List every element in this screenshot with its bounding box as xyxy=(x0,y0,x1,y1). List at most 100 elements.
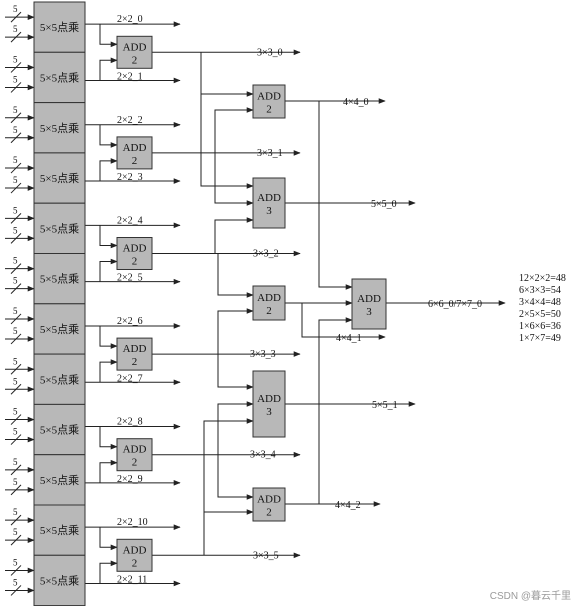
add2-feed xyxy=(99,24,118,48)
bus-width-label: 5 xyxy=(13,4,18,14)
output-2x2-label: 2×2_11 xyxy=(117,574,147,585)
result-line: 6×3×3=54 xyxy=(519,285,561,296)
final-feed xyxy=(318,101,353,290)
bus-width-slash xyxy=(10,112,22,124)
bus-width-label: 5 xyxy=(13,74,18,84)
dot-product-label: 5×5点乘 xyxy=(40,122,79,135)
output-2x2-label: 2×2_8 xyxy=(117,417,143,428)
dot-product-5x5-block xyxy=(33,504,86,556)
bus-width-slash xyxy=(10,82,22,93)
result-line: 3×4×4=48 xyxy=(519,297,561,308)
add2-block-box xyxy=(116,538,153,572)
result-line: 1×6×6=36 xyxy=(519,321,561,332)
bus-width-label: 5 xyxy=(13,54,18,64)
dot-product-label: 5×5点乘 xyxy=(40,424,79,437)
blocks: ADD2ADD2ADD2ADD2ADD2ADD2ADD2ADD3ADD2ADD3… xyxy=(33,1,387,606)
dot-product-5x5-block xyxy=(33,102,86,154)
dot-product-label: 5×5点乘 xyxy=(40,21,79,34)
bus-width-slash xyxy=(10,212,22,224)
add-mid-block-title: ADD xyxy=(257,91,281,103)
dot-product-label: 5×5点乘 xyxy=(40,71,79,84)
add2-block-title: ADD xyxy=(123,444,147,456)
output-4x4-label: 4×4_2 xyxy=(335,500,361,511)
bus-width-label: 5 xyxy=(13,376,18,386)
add-mid-block-box xyxy=(252,370,286,438)
output-2x2-label: 2×2_6 xyxy=(117,316,143,327)
add2-feed xyxy=(99,158,118,182)
bus-width-slash xyxy=(10,31,22,43)
bus-width-slash xyxy=(10,565,22,576)
output-3x3-label: 3×3_0 xyxy=(257,47,283,58)
bus-width-label: 5 xyxy=(13,175,18,185)
tap-wire xyxy=(200,152,254,189)
output-2x2-label: 2×2_3 xyxy=(117,172,143,183)
output-3x3-label: 3×3_1 xyxy=(257,148,283,159)
dot-product-5x5-block xyxy=(33,403,86,456)
add2-block-box xyxy=(116,337,153,371)
bus-width-slash xyxy=(10,232,22,244)
add2-feed xyxy=(99,258,118,282)
dot-product-label: 5×5点乘 xyxy=(40,373,79,386)
tap-wire xyxy=(214,152,254,206)
dot-product-5x5-block xyxy=(33,454,86,506)
add-mid-block-input-count: 3 xyxy=(266,406,272,418)
add-mid-block-box xyxy=(252,84,286,119)
bus-width-slash xyxy=(10,182,22,194)
bus-width-slash xyxy=(10,263,22,275)
output-2x2-label: 2×2_5 xyxy=(117,273,143,284)
bus-width-slash xyxy=(10,514,22,526)
watermark: CSDN @暮云千里 xyxy=(489,591,571,602)
bus-width-label: 5 xyxy=(13,527,18,537)
wires xyxy=(5,11,506,596)
add-mid-block-input-count: 2 xyxy=(266,104,272,116)
bus-width-slash xyxy=(10,534,22,546)
add2-feed xyxy=(99,57,118,81)
add2-block-box xyxy=(116,237,153,270)
result-line: 2×5×5=50 xyxy=(519,309,561,320)
bus-width-slash xyxy=(10,585,22,596)
output-4x4-label: 4×4_1 xyxy=(336,333,362,344)
output-5x5-label: 5×5_0 xyxy=(371,199,397,210)
output-2x2-label: 2×2_9 xyxy=(117,474,143,485)
bus-width-slash xyxy=(10,333,22,345)
bus-width-label: 5 xyxy=(13,225,18,235)
bus-width-label: 5 xyxy=(13,557,18,567)
tap-wire xyxy=(214,107,254,153)
result-line: 1×7×7=49 xyxy=(519,333,561,344)
output-final-label: 6×6_0/7×7_0 xyxy=(428,299,482,310)
dot-product-5x5-block xyxy=(33,152,86,204)
bus-width-slash xyxy=(10,363,22,375)
output-2x2-label: 2×2_0 xyxy=(117,14,143,25)
output-3x3-label: 3×3_4 xyxy=(250,450,276,461)
add2-block-input-count: 2 xyxy=(132,557,138,569)
tap-wire xyxy=(217,454,254,500)
dot-product-label: 5×5点乘 xyxy=(40,273,79,286)
bus-width-slash xyxy=(10,283,22,295)
bus-width-label: 5 xyxy=(13,326,18,336)
dot-product-label: 5×5点乘 xyxy=(40,524,79,537)
dot-product-label: 5×5点乘 xyxy=(40,323,79,336)
bus-width-label: 5 xyxy=(13,276,18,286)
dot-product-label: 5×5点乘 xyxy=(40,574,79,587)
dot-product-label: 5×5点乘 xyxy=(40,172,79,185)
results-list: 12×2×2=48 6×3×3=54 3×4×4=48 2×5×5=50 1×6… xyxy=(519,273,566,344)
add-mid-block-input-count: 3 xyxy=(266,205,272,217)
tap-wire xyxy=(214,217,254,254)
final-feed xyxy=(318,317,353,504)
output-2x2-label: 2×2_7 xyxy=(117,373,143,384)
output-3x3-label: 3×3_3 xyxy=(250,349,276,360)
bus-width-label: 5 xyxy=(13,306,18,316)
dot-product-5x5-block xyxy=(33,554,86,606)
add2-block-title: ADD xyxy=(123,142,147,154)
tap-wire xyxy=(203,418,254,556)
tap-wire xyxy=(203,509,254,556)
output-3x3-label: 3×3_5 xyxy=(253,550,279,561)
labels: 5×5点乘 5 5 5×5点乘 5 5 5×5点乘 5 5 5×5点乘 5 5 5×5点乘 5 5 5×5点乘… xyxy=(13,4,482,587)
tap-wire xyxy=(200,52,254,97)
dot-product-label: 5×5点乘 xyxy=(40,222,79,235)
bus-width-slash xyxy=(10,313,22,325)
